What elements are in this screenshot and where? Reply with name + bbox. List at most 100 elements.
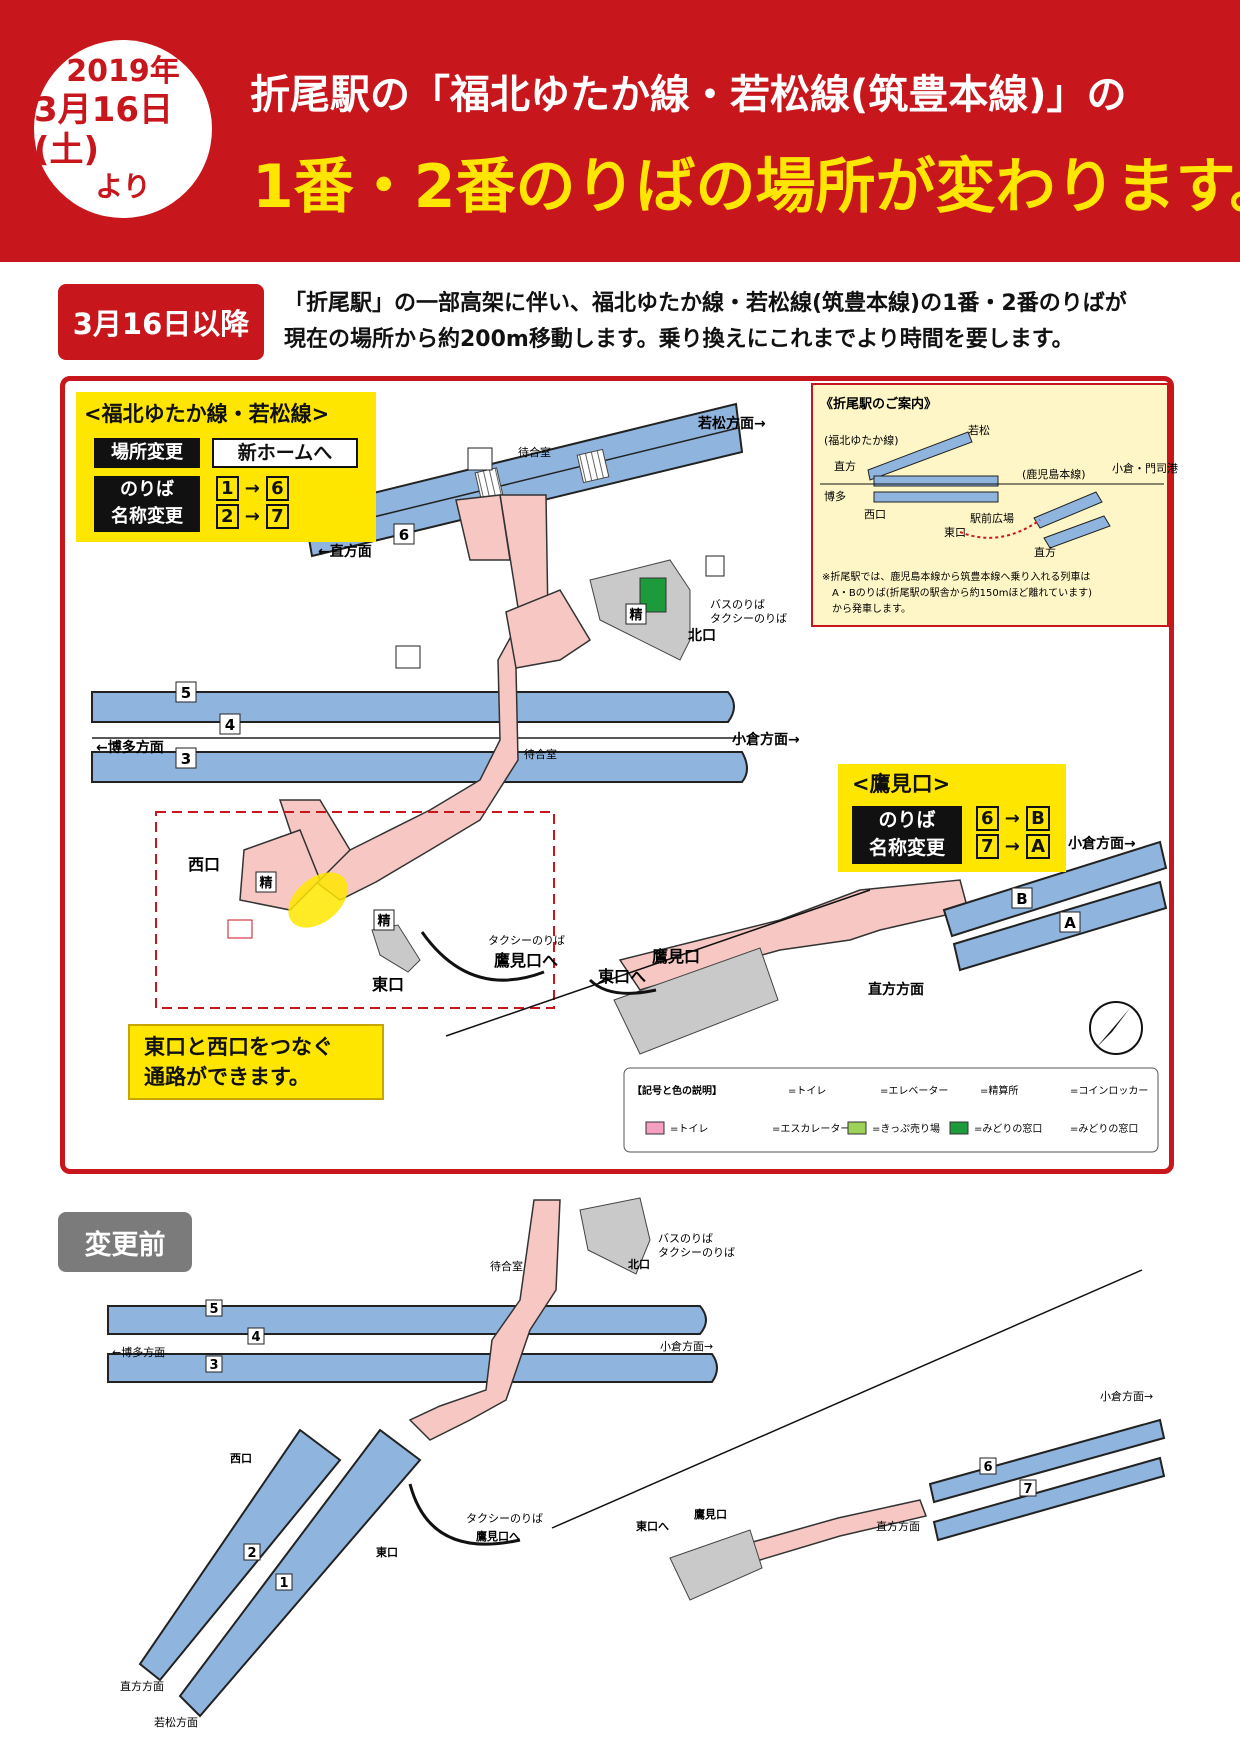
rename-1-to-6: 1 → 6 bbox=[216, 476, 289, 501]
nogata-direction-2: 直方方面 bbox=[868, 981, 924, 998]
platform-A-label: A bbox=[1064, 914, 1076, 932]
new-platform-6: 6 bbox=[266, 476, 289, 501]
before-north-building bbox=[579, 1197, 651, 1275]
before-map: 5 4 3 2 1 6 7 ←博多方面 小倉方面→ 小倉方面→ 直方方面 直方方… bbox=[107, 1197, 1166, 1729]
before-nogata-dir-2: 直方方面 bbox=[120, 1679, 164, 1693]
before-change-tab: 変更前 bbox=[58, 1212, 192, 1272]
guide-kagoshima: (鹿児島本線) bbox=[1022, 467, 1086, 481]
place-change-label: 場所変更 bbox=[94, 438, 200, 468]
legend-toilet-color: =トイレ bbox=[670, 1124, 708, 1135]
before-taxi-stand: タクシーのりば bbox=[466, 1512, 543, 1525]
taxi-stop-label: タクシーのりば bbox=[710, 612, 787, 625]
hakata-direction: ←博多方面 bbox=[96, 739, 164, 756]
guide-wakamatsu: 若松 bbox=[968, 423, 990, 437]
east-exit-label: 東口 bbox=[372, 975, 404, 994]
legend-midori-2: =みどりの窓口 bbox=[1070, 1122, 1138, 1135]
callout-line2: 通路ができます。 bbox=[144, 1065, 310, 1089]
to-east-arrow bbox=[588, 978, 657, 995]
kokura-direction: 小倉方面→ bbox=[732, 731, 800, 748]
legend-ticket: =きっぷ売り場 bbox=[872, 1122, 940, 1135]
east-building bbox=[371, 924, 421, 973]
platform-6-label: 6 bbox=[399, 526, 409, 544]
before-track-7 bbox=[932, 1456, 1166, 1542]
corridor-callout: 東口と西口をつなぐ 通路ができます。 bbox=[128, 1024, 384, 1100]
before-bus-label: バスのりば bbox=[658, 1232, 713, 1245]
callout-line1: 東口と西口をつなぐ bbox=[144, 1035, 333, 1059]
waiting-room-label-2: 待合室 bbox=[524, 747, 557, 761]
new-platform-7: 7 bbox=[266, 504, 289, 529]
to-takami-arrow bbox=[420, 931, 545, 982]
takami-rename-label: のりば 名称変更 bbox=[852, 806, 962, 864]
track-platform-B bbox=[942, 840, 1168, 938]
takami-exit-label: 鷹見口 bbox=[652, 947, 700, 966]
rename-2-to-7: 2 → 7 bbox=[216, 504, 289, 529]
platform-5-label: 5 bbox=[181, 684, 191, 702]
change-notice: 「折尾駅」の一部高架に伴い、福北ゆたか線・若松線(筑豊本線)の1番・2番のりばが… bbox=[284, 286, 1214, 358]
guide-hakata: 博多 bbox=[824, 489, 846, 503]
legend-elevator: =エレベーター bbox=[880, 1085, 948, 1097]
guide-east: 東口 bbox=[944, 526, 966, 539]
seisan-icon-2: 精 bbox=[377, 913, 390, 929]
before-hakata-dir: ←博多方面 bbox=[112, 1345, 165, 1359]
guide-nogata: 直方 bbox=[834, 459, 856, 473]
before-to-east: 東口へ bbox=[636, 1519, 669, 1533]
track-platform-5-4 bbox=[91, 691, 735, 723]
elevator-icon bbox=[467, 447, 493, 471]
guide-fukuhoku: (福北ゆたか線) bbox=[824, 433, 899, 447]
legend-escalator: =エスカレーター bbox=[772, 1123, 850, 1135]
taxi-stand-label: タクシーのりば bbox=[488, 934, 565, 947]
to-east-label: 東口へ bbox=[598, 967, 646, 986]
before-platform-2: 2 bbox=[247, 1546, 256, 1561]
legend-title: 【記号と色の説明】 bbox=[632, 1084, 722, 1097]
concourse bbox=[239, 494, 969, 991]
page-title-line2: 1番・2番のりばの場所が変わります。 bbox=[252, 152, 1240, 222]
date-year: 2019年 bbox=[66, 54, 180, 89]
guide-inset: 《折尾駅のご案内》 (福北ゆたか線) 若松 直方 (鹿児島本線) 小倉・門司港 … bbox=[811, 383, 1178, 627]
before-to-takami: 鷹見口へ bbox=[476, 1529, 520, 1543]
platform-B-label: B bbox=[1016, 890, 1027, 908]
guide-title: 《折尾駅のご案内》 bbox=[820, 396, 937, 412]
legend-seisan: =精算所 bbox=[980, 1084, 1018, 1097]
waiting-room-label: 待合室 bbox=[518, 445, 551, 459]
before-kokura-dir: 小倉方面→ bbox=[660, 1339, 713, 1353]
takami-rename-line2: 名称変更 bbox=[868, 837, 945, 859]
old-platform-1: 1 bbox=[216, 476, 239, 501]
guide-kokura: 小倉・門司港 bbox=[1112, 461, 1178, 475]
before-waiting: 待合室 bbox=[490, 1259, 523, 1273]
coin-locker-icon bbox=[705, 555, 725, 577]
before-track-1 bbox=[178, 1428, 422, 1718]
before-nogata-dir: 直方方面 bbox=[876, 1519, 920, 1533]
notice-line2: 現在の場所から約200m移動します。乗り換えにこれまでより時間を要します。 bbox=[284, 327, 1074, 352]
before-platform-3: 3 bbox=[209, 1358, 218, 1373]
bus-stop-label: バスのりば bbox=[710, 598, 765, 611]
before-track-6 bbox=[928, 1418, 1166, 1504]
nogata-direction: ←直方面 bbox=[318, 543, 372, 560]
guide-note-1: ※折尾駅では、鹿児島本線から筑豊本線へ乗り入れる列車は bbox=[822, 570, 1090, 583]
guide-west: 西口 bbox=[864, 508, 886, 521]
guide-nogata2: 直方 bbox=[1034, 545, 1056, 559]
new-platform-B: B bbox=[1026, 806, 1050, 831]
elevator-icon-2 bbox=[395, 645, 421, 669]
after-map: 7 6 5 4 3 B A 若松方面→ ←直方面 ←博多方面 小倉方面→ 小倉方… bbox=[91, 402, 1168, 1055]
toilet-icon bbox=[227, 919, 253, 939]
platform-3-label: 3 bbox=[181, 750, 191, 768]
north-exit-label: 北口 bbox=[688, 628, 716, 644]
platform-rename-line2: 名称変更 bbox=[111, 506, 183, 527]
before-kokura-dir-2: 小倉方面→ bbox=[1100, 1389, 1153, 1403]
page-title-line1: 折尾駅の「福北ゆたか線・若松線(筑豊本線)」の bbox=[250, 72, 1127, 118]
before-platform-7: 7 bbox=[1023, 1482, 1032, 1497]
rename-7-to-A: 7 → A bbox=[976, 834, 1051, 859]
legend-toilet: =トイレ bbox=[788, 1086, 826, 1097]
seisan-icon-3: 精 bbox=[629, 607, 642, 623]
old-platform-2: 2 bbox=[216, 504, 239, 529]
rename-6-to-B: 6 → B bbox=[976, 806, 1050, 831]
before-to-takami-arrow bbox=[408, 1483, 521, 1546]
before-taxi-label: タクシーのりば bbox=[658, 1246, 735, 1259]
effective-date-badge: 2019年 3月16日(土) より bbox=[34, 40, 212, 218]
to-takami-label: 鷹見口へ bbox=[494, 951, 558, 970]
before-east-exit: 東口 bbox=[376, 1545, 398, 1559]
before-track-2 bbox=[138, 1428, 342, 1682]
new-home-label: 新ホームへ bbox=[212, 438, 358, 468]
before-platform-6: 6 bbox=[983, 1460, 992, 1475]
